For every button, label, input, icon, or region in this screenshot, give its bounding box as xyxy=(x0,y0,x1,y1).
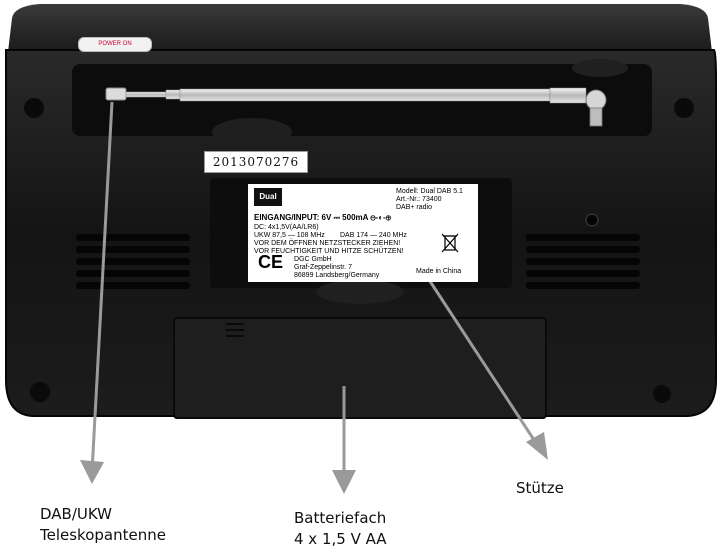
warning-moisture: VOR FEUCHTIGKEIT UND HITZE SCHÜTZEN! xyxy=(254,248,404,255)
warning-open: VOR DEM ÖFFNEN NETZSTECKER ZIEHEN! xyxy=(254,240,401,247)
antenna-callout: DAB/UKW Teleskopantenne xyxy=(40,504,166,546)
dc-jack[interactable] xyxy=(585,213,599,227)
telescopic-antenna[interactable] xyxy=(105,87,607,127)
ce-mark: CE xyxy=(258,252,284,272)
type-text: DAB+ radio xyxy=(396,204,432,211)
rating-label: Dual Modell: Dual DAB 5.1 Art.-Nr.: 7340… xyxy=(248,184,478,282)
dab-band: DAB 174 — 240 MHz xyxy=(340,232,407,239)
battery-callout: Batteriefach 4 x 1,5 V AA xyxy=(294,508,387,550)
stand-arrow-line xyxy=(418,265,540,447)
article-text: Art.-Nr.: 73400 xyxy=(396,196,442,203)
foot-bottom-right xyxy=(653,385,671,403)
grip-left xyxy=(212,118,292,146)
battery-label-line1: Batteriefach xyxy=(294,509,387,527)
serial-number-sticker: 2013070276 xyxy=(204,151,308,173)
weee-bin-icon xyxy=(441,233,459,253)
foot-bottom-left xyxy=(30,382,50,402)
battery-arrowhead xyxy=(332,470,356,494)
battery-latch[interactable] xyxy=(226,323,244,337)
antenna-label-line2: Teleskopantenne xyxy=(40,526,166,544)
battery-label-line2: 4 x 1,5 V AA xyxy=(294,530,387,548)
made-in-text: Made in China xyxy=(416,268,462,275)
input-rating: EINGANG/INPUT: 6V ⎓ 500mA ⊖-◐-⊕ xyxy=(254,213,391,222)
speaker-grille-right xyxy=(526,234,640,289)
company-city: 86899 Landsberg/Germany xyxy=(294,272,380,279)
company-street: Graf-Zeppelinstr. 7 xyxy=(294,264,352,271)
antenna-label-line1: DAB/UKW xyxy=(40,505,113,523)
top-panel xyxy=(8,4,712,52)
power-button[interactable]: POWER ON xyxy=(78,37,152,52)
stand-arrowhead xyxy=(526,432,548,460)
antenna-arrow-line xyxy=(90,101,114,473)
antenna-arrowhead xyxy=(80,460,104,484)
model-text: Modell: Dual DAB 5.1 xyxy=(396,188,463,195)
foot-top-right xyxy=(674,98,694,118)
company-name: DGC GmbH xyxy=(294,256,332,263)
dc-rating: DC: 4x1,5V(AA/LR6) xyxy=(254,224,319,231)
grip-right xyxy=(572,59,628,77)
battery-compartment[interactable] xyxy=(173,317,547,419)
annotation-arrows xyxy=(80,101,548,494)
brand-logo: Dual xyxy=(254,188,282,206)
stand-grip xyxy=(316,280,404,304)
ukw-band: UKW 87,5 — 108 MHz xyxy=(254,232,325,239)
foot-top-left xyxy=(24,98,44,118)
stand-callout: Stütze xyxy=(516,479,564,497)
